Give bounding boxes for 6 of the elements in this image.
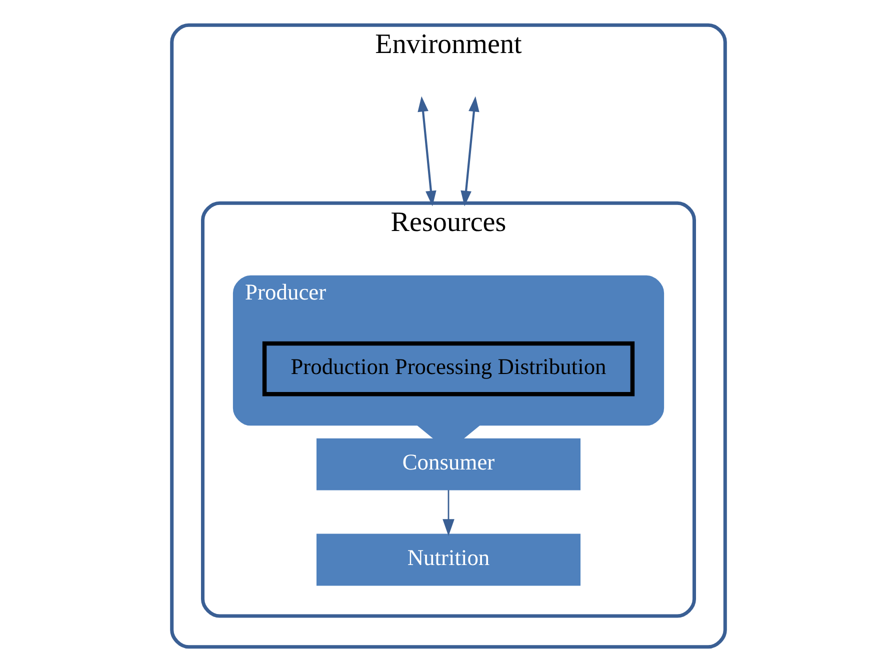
arrow — [442, 490, 454, 536]
arrow — [417, 96, 436, 206]
node-box: Production Processing Distribution — [262, 341, 634, 396]
arrow — [460, 96, 479, 206]
node-box: Nutrition — [316, 534, 580, 586]
node-box: Consumer — [316, 438, 580, 490]
